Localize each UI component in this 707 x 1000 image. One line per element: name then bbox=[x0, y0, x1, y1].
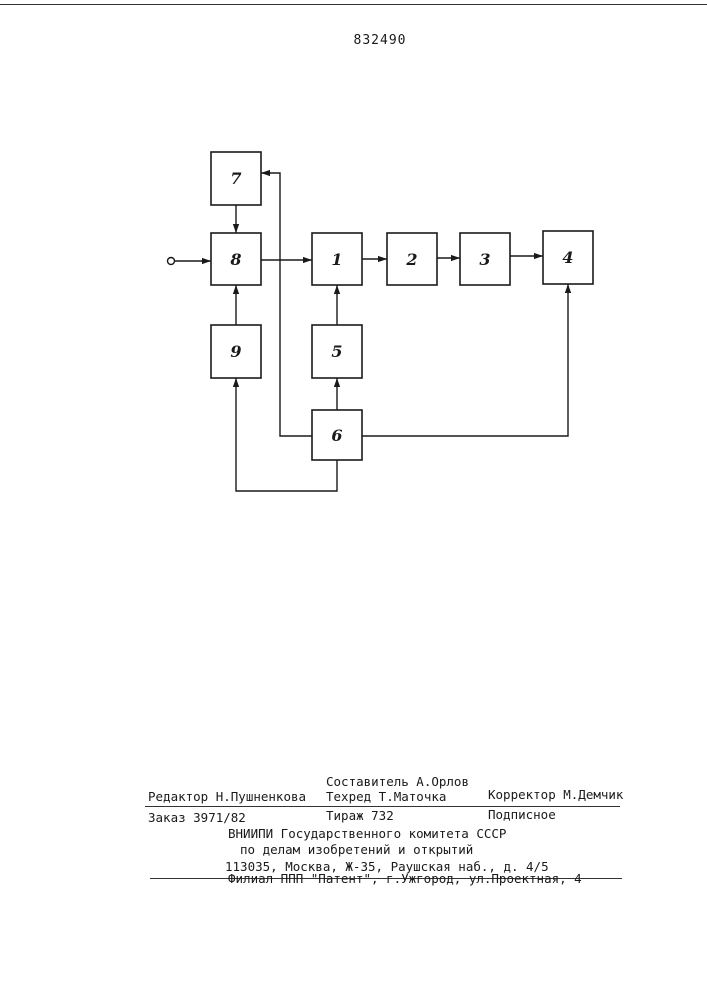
block-4: 4 bbox=[543, 231, 593, 284]
block-3: 3 bbox=[460, 233, 510, 285]
wire-6-to-4 bbox=[362, 284, 568, 436]
block-2-label: 2 bbox=[405, 250, 417, 269]
imprint-compiler: Составитель А.Орлов bbox=[326, 774, 469, 790]
block-5-label: 5 bbox=[331, 342, 342, 361]
block-4-label: 4 bbox=[562, 248, 573, 267]
block-5: 5 bbox=[312, 325, 362, 378]
block-9: 9 bbox=[211, 325, 261, 378]
block-7-label: 7 bbox=[230, 169, 241, 188]
imprint-circulation: Тираж 732 bbox=[326, 808, 394, 824]
block-3-label: 3 bbox=[479, 250, 490, 269]
block-7: 7 bbox=[211, 152, 261, 205]
block-9-label: 9 bbox=[230, 342, 241, 361]
block-6: 6 bbox=[312, 410, 362, 460]
imprint-order: Заказ 3971/82 bbox=[148, 810, 246, 826]
imprint-subscription: Подписное bbox=[488, 807, 556, 823]
imprint-org-line1: ВНИИПИ Государственного комитета СССР bbox=[228, 826, 506, 842]
imprint-branch: Филиал ППП "Патент", г.Ужгород, ул.Проек… bbox=[228, 871, 582, 887]
block-6-label: 6 bbox=[331, 426, 342, 445]
imprint-org-line2: по делам изобретений и открытий bbox=[240, 842, 473, 858]
block-8: 8 bbox=[211, 233, 261, 285]
wire-6-to-7 bbox=[261, 173, 312, 436]
imprint-editor: Редактор Н.Пушненкова bbox=[148, 789, 306, 805]
imprint-techred: Техред Т.Маточка bbox=[326, 789, 446, 805]
block-1-label: 1 bbox=[331, 250, 342, 269]
block-8-label: 8 bbox=[229, 250, 241, 269]
input-terminal bbox=[168, 258, 175, 265]
imprint-corrector: Корректор М.Демчик bbox=[488, 787, 623, 803]
block-1: 1 bbox=[312, 233, 362, 285]
block-2: 2 bbox=[387, 233, 437, 285]
